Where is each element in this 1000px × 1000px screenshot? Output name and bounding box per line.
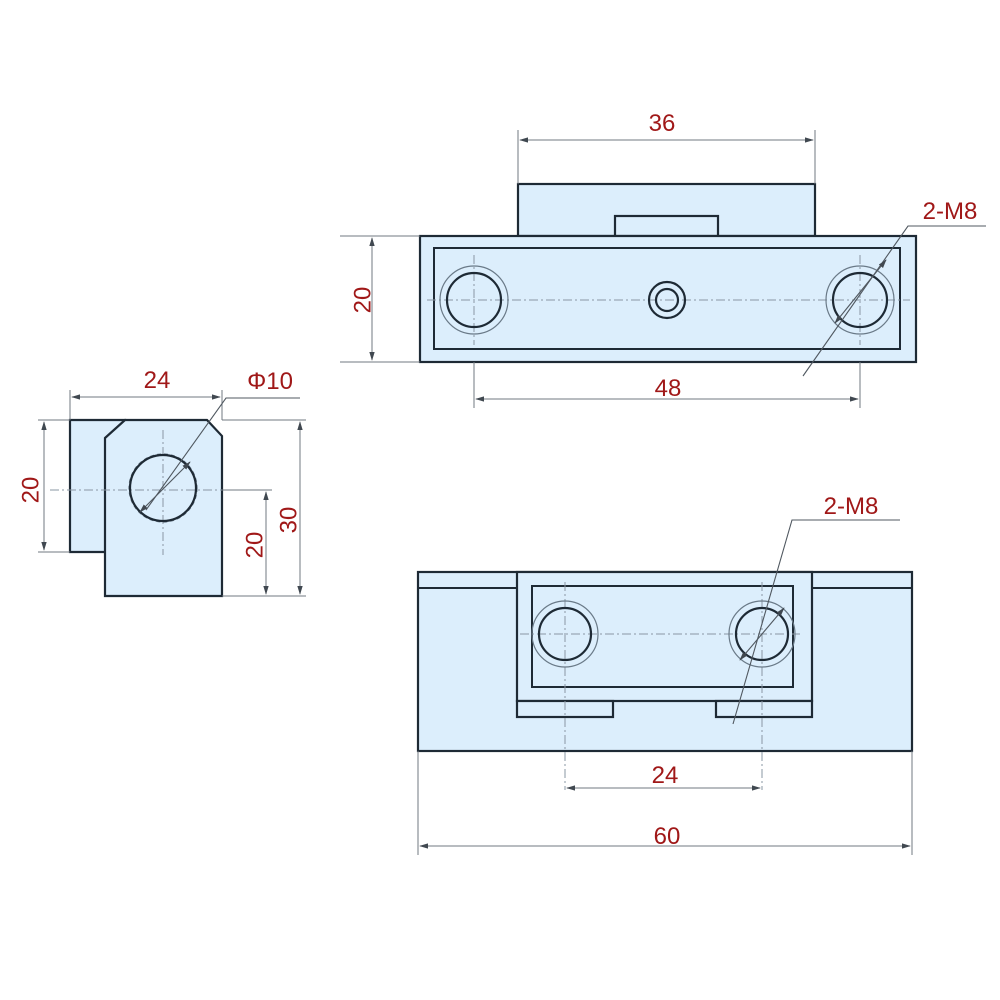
- top-view-recess: [433, 247, 901, 350]
- front-view-hole-left: [531, 600, 599, 668]
- front-view: 2-M8 24 60: [416, 493, 914, 855]
- dim-36-label: 36: [649, 110, 676, 137]
- top-view-base-plate: [418, 234, 918, 364]
- front-m8-label: 2-M8: [824, 493, 879, 520]
- bore-label: Φ10: [247, 368, 293, 395]
- top-m8-leader: [802, 225, 986, 377]
- side-view: 24 Φ10 20 20 30: [17, 367, 306, 598]
- dim-20-lower-label: 20: [241, 532, 268, 559]
- top-m8-label: 2-M8: [923, 198, 978, 225]
- dim-60-label: 60: [654, 823, 681, 850]
- dim-20-top-label: 20: [349, 287, 376, 314]
- top-m8-diameter-line: [834, 259, 887, 324]
- dim-24-side-label: 24: [144, 367, 171, 394]
- dim-24-front-label: 24: [652, 762, 679, 789]
- top-view-hole-left: [439, 265, 509, 335]
- top-view-center-hole: [647, 280, 687, 320]
- top-view-tab: [613, 214, 720, 238]
- side-view-body: [103, 418, 224, 598]
- front-view-foot-right: [714, 699, 814, 719]
- front-m8-diameter-line: [739, 607, 785, 661]
- side-view-bore: [128, 453, 198, 523]
- top-view: 36 20 48 2-M8: [340, 110, 986, 408]
- front-view-upper-block: [515, 570, 814, 703]
- dim-20-left-label: 20: [17, 477, 44, 504]
- dim-30-label: 30: [275, 507, 302, 534]
- dim-48-label: 48: [655, 375, 682, 402]
- bore-diameter-line: [139, 461, 191, 513]
